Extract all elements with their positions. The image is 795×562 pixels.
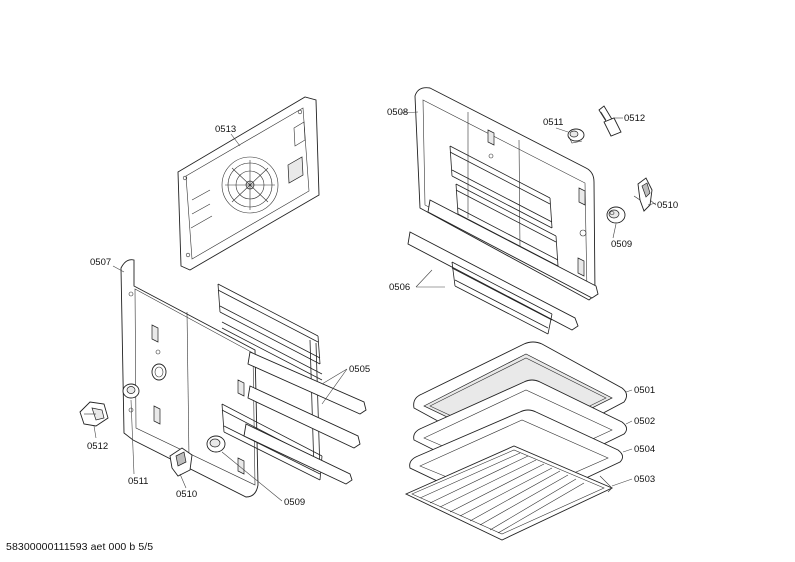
hinge-bottom-part (169, 447, 193, 477)
label-0504: 0504 (634, 444, 655, 455)
label-0508: 0508 (387, 107, 408, 118)
right-side-panel-part (407, 87, 599, 335)
roller-top-part (606, 206, 626, 224)
hinge-top-part (633, 177, 657, 212)
label-0501: 0501 (634, 385, 655, 396)
bracket-top-part (598, 105, 622, 137)
label-0510-top: 0510 (657, 200, 678, 211)
left-side-panel-part (120, 259, 259, 498)
label-0506: 0506 (389, 282, 410, 293)
label-0510-bottom: 0510 (176, 489, 197, 500)
label-0511-top: 0511 (543, 117, 563, 128)
label-0505: 0505 (349, 364, 370, 375)
leader-lines (93, 111, 657, 502)
label-0509-top: 0509 (611, 239, 632, 250)
rear-fan-panel-part (177, 96, 320, 271)
label-0513: 0513 (215, 124, 236, 135)
label-0503: 0503 (634, 474, 655, 485)
label-0512-bottom: 0512 (87, 441, 108, 452)
label-0502: 0502 (634, 416, 655, 427)
left-rack-rails-part (217, 283, 367, 485)
document-footer-code: 58300000111593 aet 000 b 5/5 (6, 541, 154, 553)
roller-bottom-part (206, 435, 226, 453)
label-0511-bottom: 0511 (128, 476, 148, 487)
clip-bottom-part (122, 383, 140, 399)
clip-top-part (567, 128, 585, 144)
label-0509-bottom: 0509 (284, 497, 305, 508)
bracket-bottom-part (79, 401, 109, 427)
wire-grid-shelf-part (404, 445, 614, 541)
label-0512-top: 0512 (624, 113, 645, 124)
label-0507: 0507 (90, 257, 111, 268)
